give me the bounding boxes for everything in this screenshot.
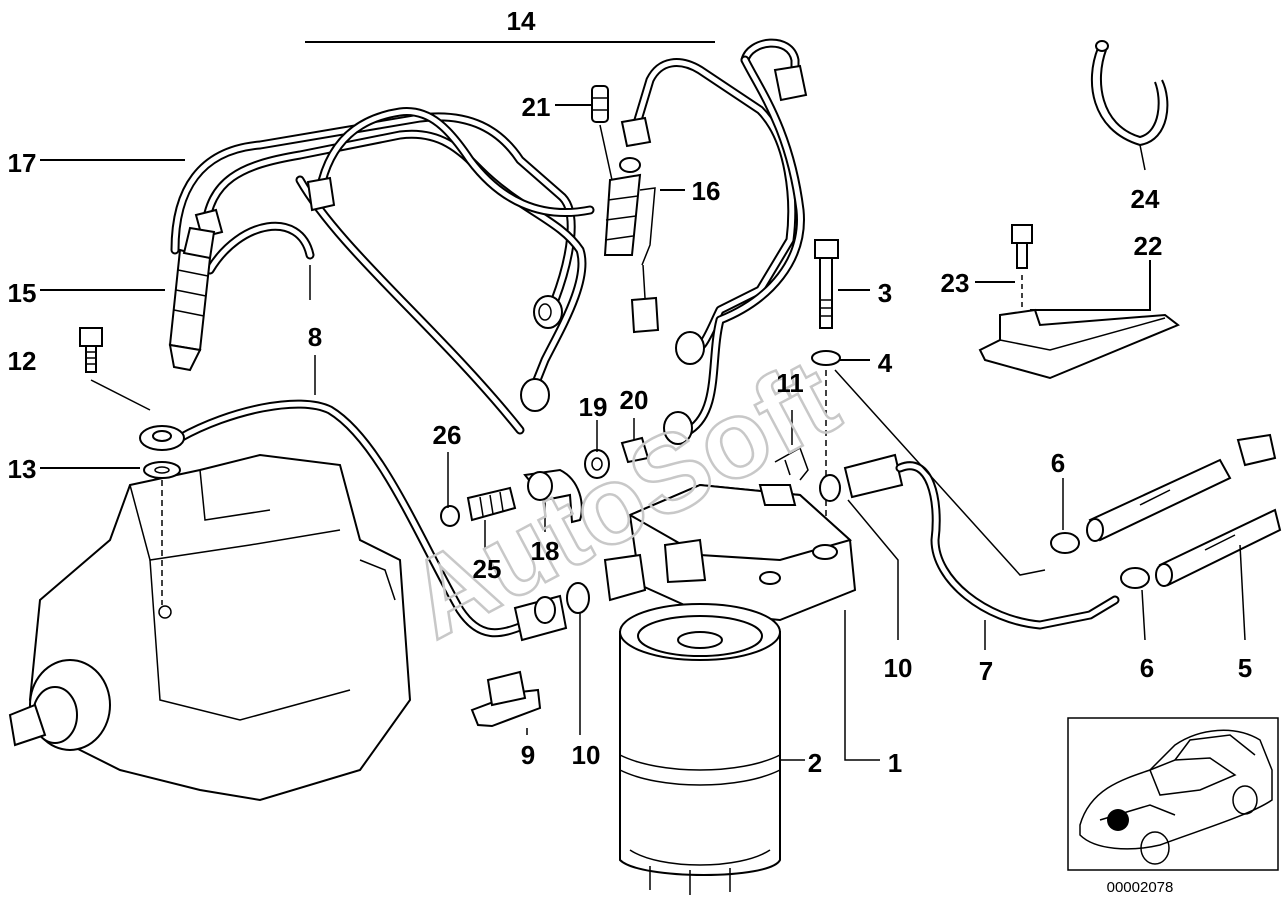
callout-11: 11 [776,368,804,398]
hose-clamps-6 [1050,532,1150,589]
callout-7: 7 [979,656,993,686]
leader-lines [40,41,1246,761]
fuel-filter-element-2 [619,603,781,895]
bolt-3 [814,239,839,329]
callout-13: 13 [8,454,37,484]
hollow-screw-12 [79,327,151,411]
callout-10-left: 10 [572,740,601,770]
callout-24: 24 [1131,184,1160,214]
injector-15 [168,226,216,372]
callout-6-lower: 6 [1140,653,1154,683]
callout-10-right: 10 [884,653,913,683]
vehicle-location-inset: 00002078 [1067,717,1279,896]
reference-number: 00002078 [1107,879,1174,896]
callout-19: 19 [579,392,608,422]
callouts: 1 2 3 4 5 6 6 7 8 9 10 10 11 12 13 14 15… [8,6,1253,778]
fittings [440,436,841,614]
callout-17: 17 [8,148,37,178]
callout-21: 21 [522,92,551,122]
callout-26: 26 [433,420,462,450]
callout-16: 16 [692,176,721,206]
callout-2: 2 [808,748,822,778]
callout-6-upper: 6 [1051,448,1065,478]
callout-22: 22 [1134,231,1163,261]
callout-18: 18 [531,536,560,566]
injector-16 [603,157,660,334]
callout-5: 5 [1238,653,1252,683]
sleeve-21 [591,85,609,123]
callout-14: 14 [507,6,536,36]
sealing-ring-13 [143,461,181,605]
callout-1: 1 [888,748,902,778]
clip-11 [774,446,809,481]
fuel-hoses-5 [1086,433,1282,587]
callout-25: 25 [473,554,502,584]
callout-9: 9 [521,740,535,770]
callout-4: 4 [878,348,893,378]
callout-8: 8 [308,322,322,352]
return-line-7 [843,453,1120,630]
callout-20: 20 [620,385,649,415]
callout-23: 23 [941,268,970,298]
callout-15: 15 [8,278,37,308]
callout-3: 3 [878,278,892,308]
fuel-hose-8 [175,399,568,642]
retaining-clamp-24 [1091,40,1169,147]
component-location-marker [1107,809,1129,831]
callout-12: 12 [8,346,37,376]
washer-4 [811,350,841,545]
bracket-22 [978,308,1180,380]
injector-pipes [170,38,808,445]
clip-9 [470,670,542,728]
fuel-filter-head-1 [603,483,857,622]
banjo-fitting [139,425,185,451]
injection-pump [8,453,412,802]
screw-23 [1011,224,1033,310]
